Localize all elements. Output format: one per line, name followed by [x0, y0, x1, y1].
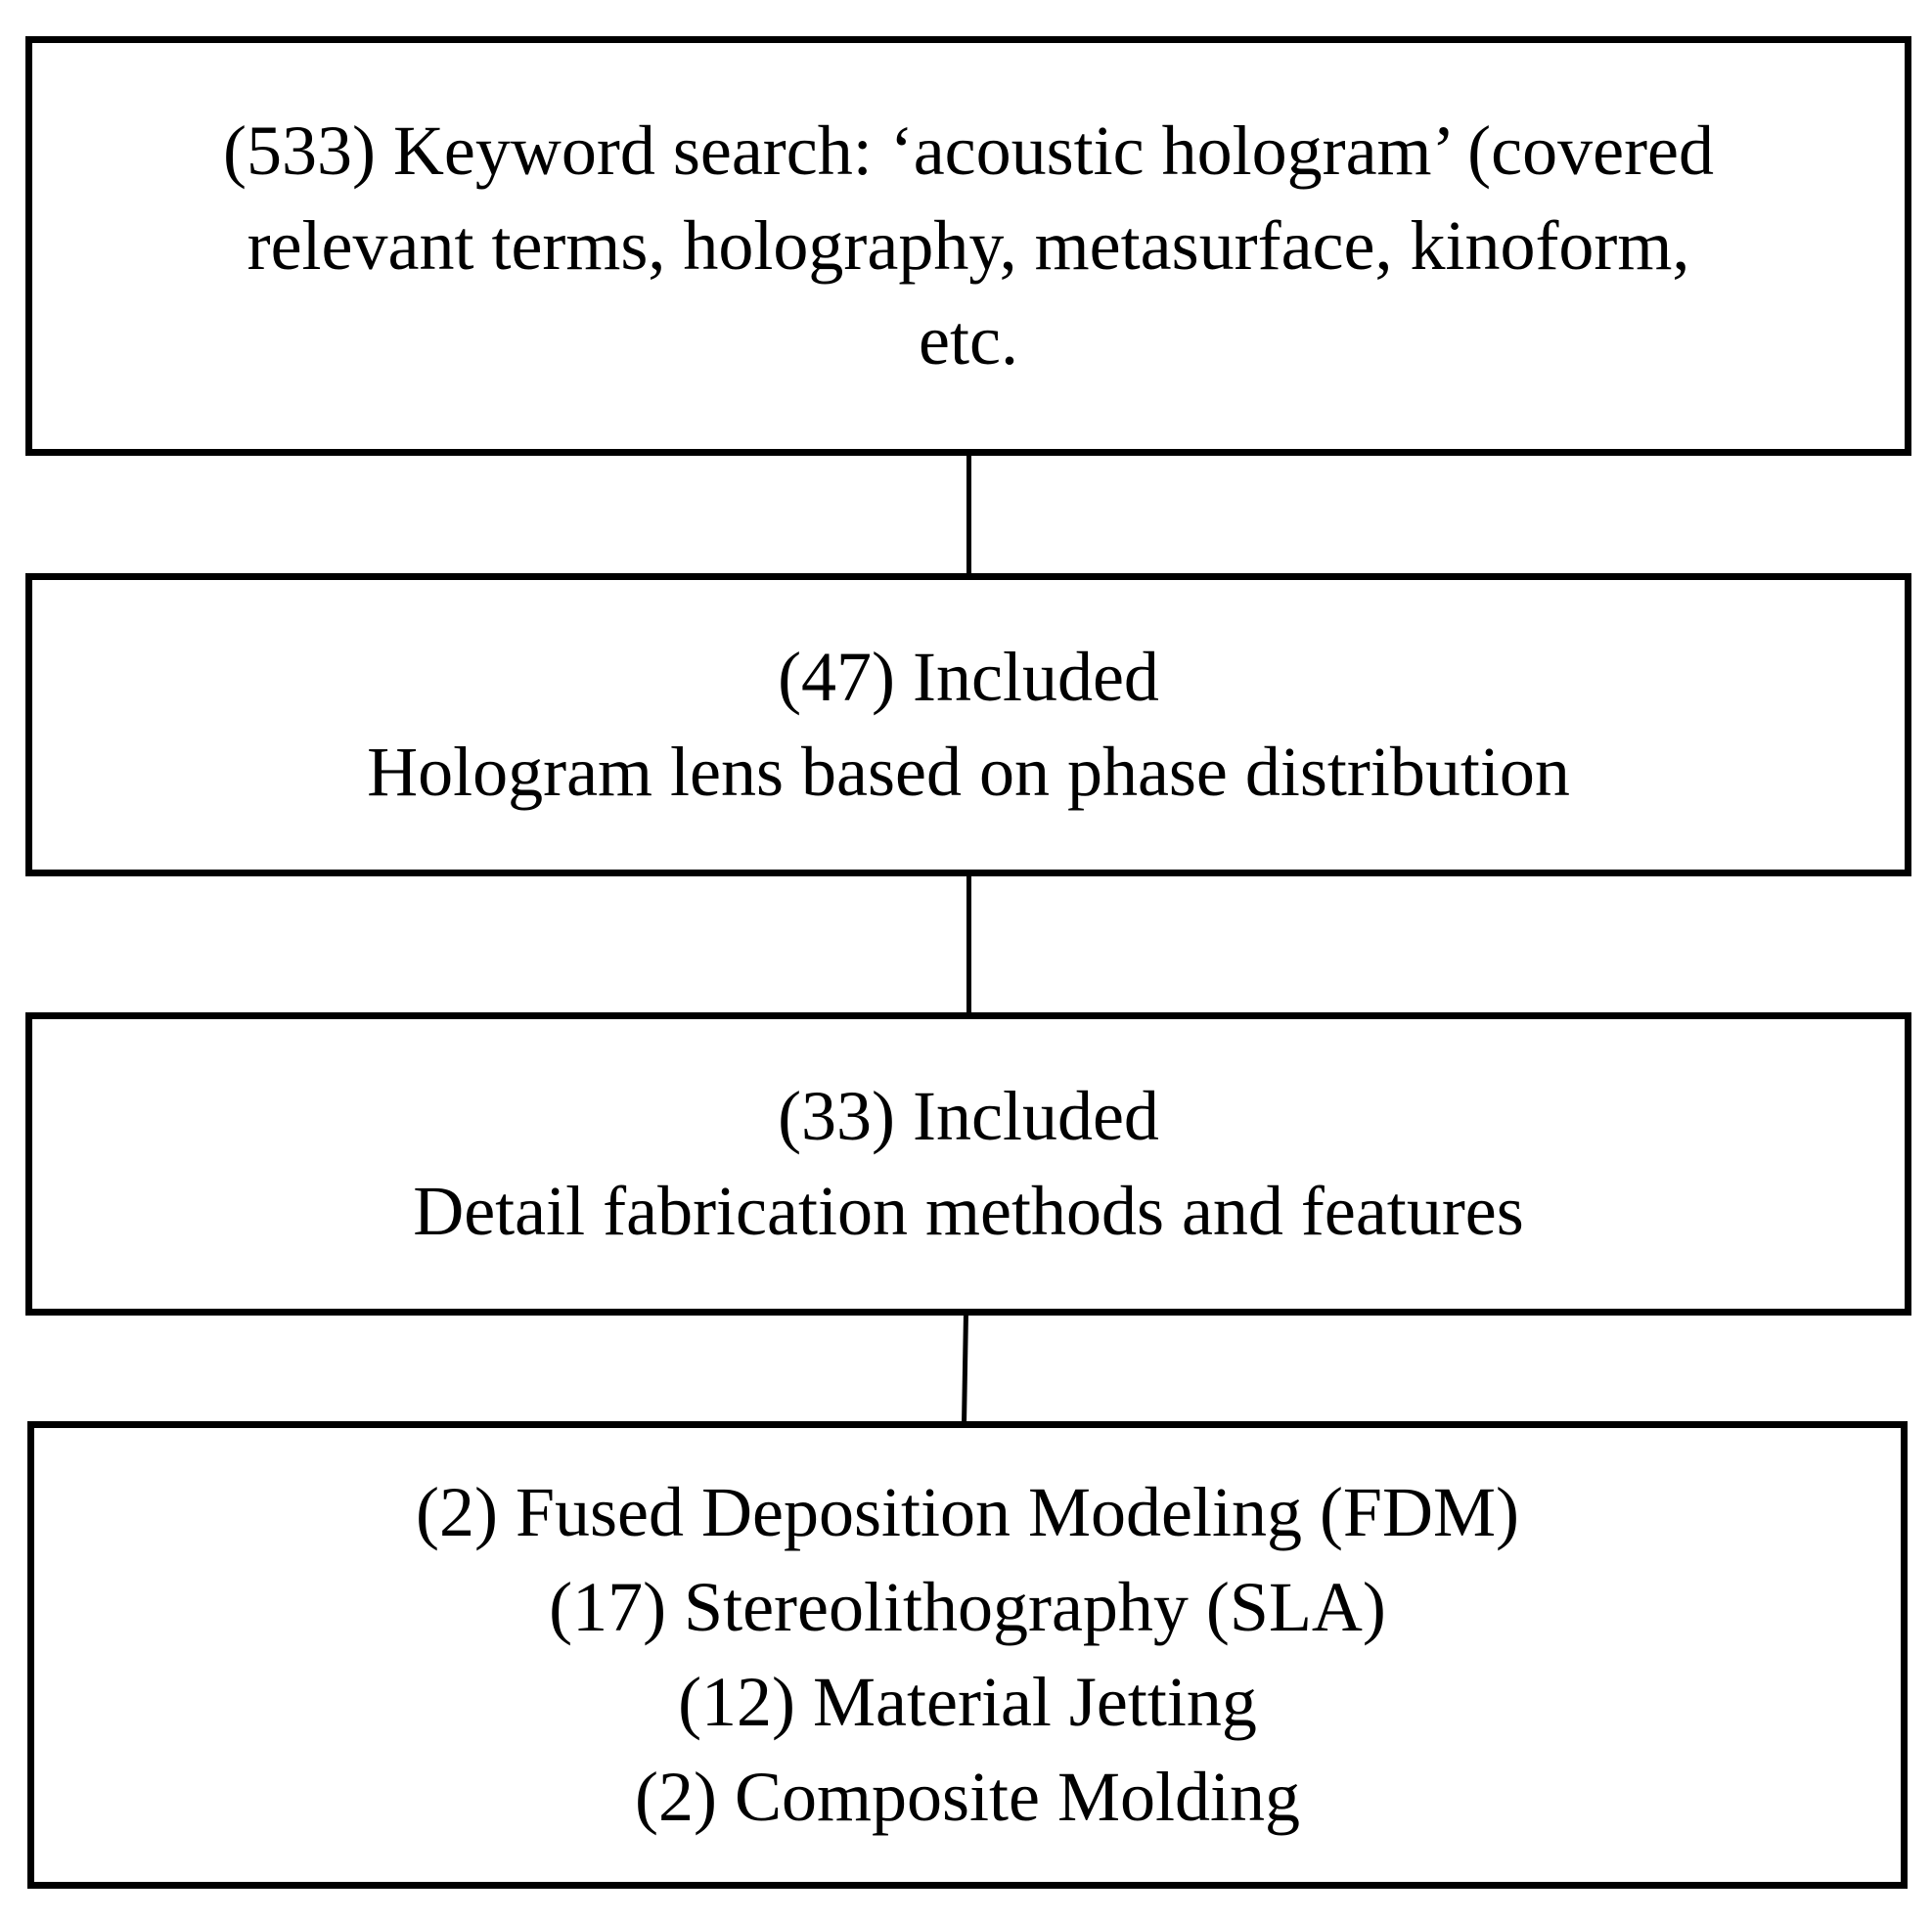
box-line: Detail fabrication methods and features	[413, 1172, 1524, 1250]
connector-line	[966, 456, 971, 573]
box-line: Hologram lens based on phase distributio…	[367, 733, 1570, 811]
box-line: (533) Keyword search: ‘acoustic hologram…	[222, 112, 1715, 190]
flow-box-included-47: (47) Included Hologram lens based on pha…	[25, 573, 1911, 876]
flow-box-keyword-search: (533) Keyword search: ‘acoustic hologram…	[25, 36, 1911, 456]
flow-box-fabrication-methods: (2) Fused Deposition Modeling (FDM) (17)…	[27, 1421, 1908, 1889]
box-line: (17) Stereolithography (SLA)	[549, 1568, 1386, 1646]
box-line: (12) Material Jetting	[678, 1663, 1257, 1741]
box-line: etc.	[919, 301, 1018, 380]
box-line: (47) Included	[778, 638, 1159, 716]
flow-box-included-33: (33) Included Detail fabrication methods…	[25, 1012, 1911, 1316]
box-line: (33) Included	[778, 1077, 1159, 1155]
connector-line	[962, 1316, 968, 1421]
box-line: relevant terms, holography, metasurface,…	[247, 206, 1690, 285]
box-line: (2) Fused Deposition Modeling (FDM)	[416, 1473, 1519, 1551]
box-line: (2) Composite Molding	[635, 1758, 1300, 1836]
connector-line	[966, 876, 971, 1012]
